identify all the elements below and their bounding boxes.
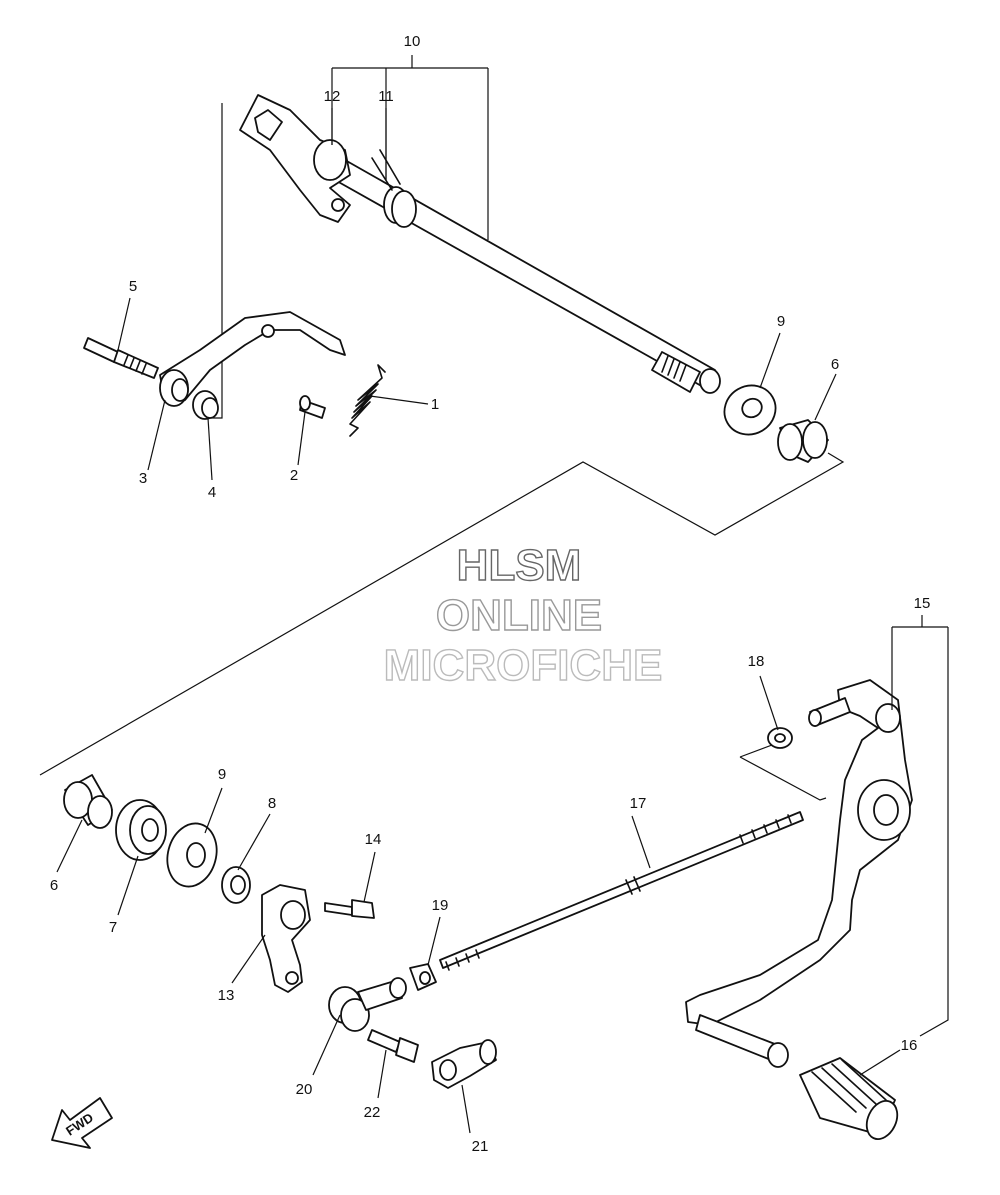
callout-10: 10 xyxy=(404,33,421,50)
callout-5: 5 xyxy=(129,278,137,295)
spring-1 xyxy=(349,364,386,437)
callout-8: 8 xyxy=(268,795,276,812)
watermark: HLSM ONLINE MICROFICHE xyxy=(383,540,663,690)
washer-9-upper xyxy=(723,384,777,436)
fwd-direction-arrow: FWD xyxy=(51,1097,113,1149)
callout-labels: 1 2 3 4 5 6 6 7 8 9 9 10 11 12 13 14 15 … xyxy=(50,33,931,1155)
callout-12: 12 xyxy=(324,88,341,105)
pin-2 xyxy=(299,395,326,419)
joint-21 xyxy=(431,1039,497,1089)
callout-11: 11 xyxy=(378,88,394,105)
callout-22: 22 xyxy=(364,1104,381,1121)
oil-seal-7 xyxy=(115,799,167,861)
watermark-line-1: HLSM xyxy=(457,541,582,590)
assembly-boundary-lines xyxy=(39,103,845,801)
callout-1: 1 xyxy=(431,396,439,413)
callout-14: 14 xyxy=(365,831,382,848)
shift-shaft xyxy=(334,159,721,394)
collar-6-upper xyxy=(777,419,829,463)
callout-9-lower: 9 xyxy=(218,766,226,783)
bolt-5 xyxy=(83,337,159,379)
washer-9-lower xyxy=(166,822,218,888)
callout-2: 2 xyxy=(290,467,298,484)
pedal-pin-and-rubber-16 xyxy=(695,1014,899,1140)
callout-9-upper: 9 xyxy=(777,313,785,330)
callout-6-upper: 6 xyxy=(831,356,839,373)
collar-18 xyxy=(767,727,793,749)
callout-19: 19 xyxy=(432,897,449,914)
nut-19 xyxy=(409,963,437,991)
callout-4: 4 xyxy=(208,484,216,501)
callout-7: 7 xyxy=(109,919,117,936)
shift-arm-upper xyxy=(239,94,351,223)
collar-6-lower xyxy=(63,774,113,829)
shift-lever-upper xyxy=(159,311,346,407)
shaft-spring-clip xyxy=(371,149,417,228)
callout-18: 18 xyxy=(748,653,765,670)
circlip-8 xyxy=(221,866,251,904)
bolt-14 xyxy=(324,899,375,919)
callout-13: 13 xyxy=(218,987,235,1004)
watermark-line-2: ONLINE xyxy=(436,591,602,640)
callout-15: 15 xyxy=(914,595,931,612)
joint-20 xyxy=(328,977,407,1032)
shift-rod-17 xyxy=(439,811,804,971)
watermark-line-3: MICROFICHE xyxy=(384,641,663,690)
shift-pedal-15 xyxy=(685,679,913,1026)
callout-17: 17 xyxy=(630,795,647,812)
collar-4 xyxy=(192,390,219,420)
shift-arm-13 xyxy=(261,884,311,993)
callout-20: 20 xyxy=(296,1081,313,1098)
callout-21: 21 xyxy=(472,1138,489,1155)
fwd-arrow-icon xyxy=(51,1097,113,1149)
callout-6-lower: 6 xyxy=(50,877,58,894)
bolt-22 xyxy=(367,1029,419,1063)
callout-16: 16 xyxy=(901,1037,918,1054)
leader-lines xyxy=(56,55,949,1134)
callout-3: 3 xyxy=(139,470,147,487)
